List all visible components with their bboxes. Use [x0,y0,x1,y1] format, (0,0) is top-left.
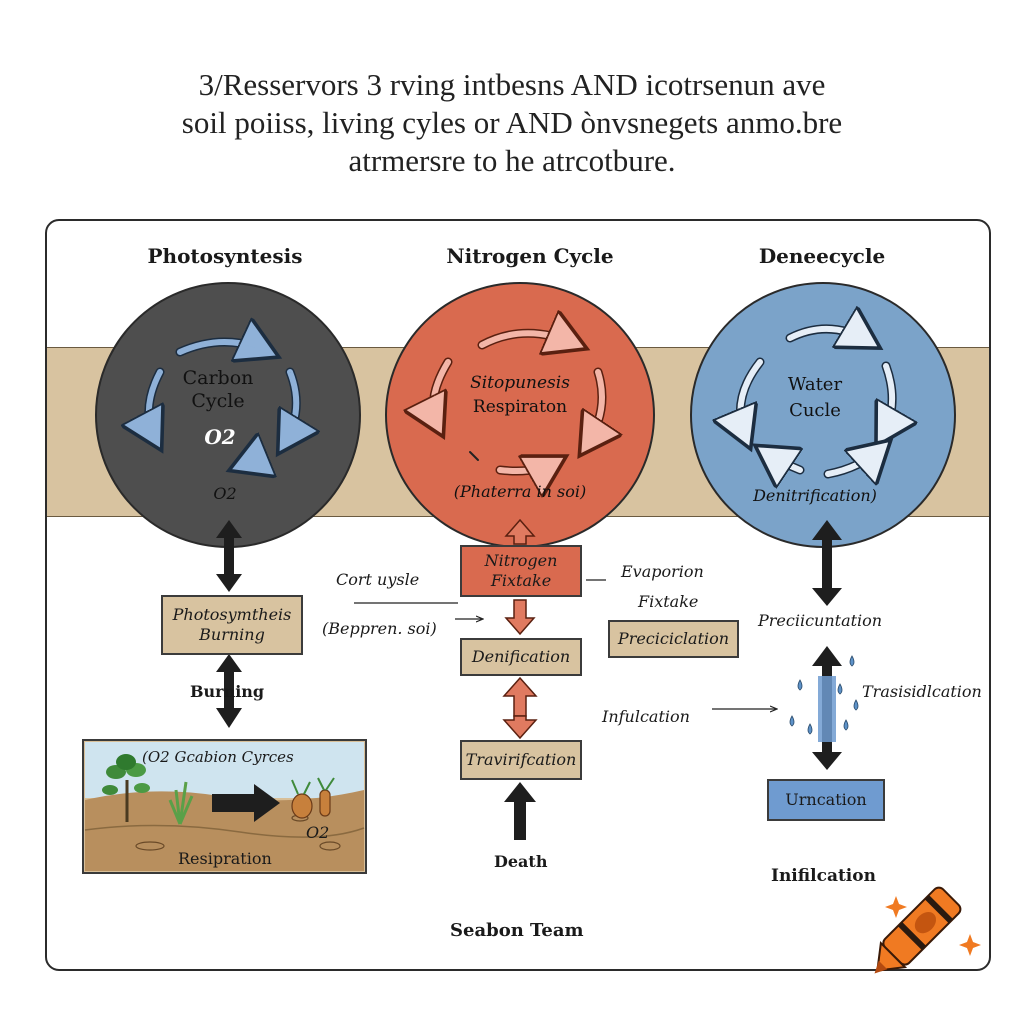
denification-box: Denification [460,638,582,676]
box-line2: Fixtake [490,571,552,590]
nitrogen-label-line2: Respiraton [472,397,568,417]
travirifcation-box: Travirifcation [460,740,582,780]
fixtake-label: Fixtake [638,592,699,611]
water-cycle-arrows-icon [740,329,892,474]
death-label: Death [494,852,548,871]
infilcation-label: Inifilcation [771,866,876,886]
precicuntation-label: Preciicuntation [758,611,883,630]
water-bottom-label: Denitrification) [753,486,877,505]
water-label-line1: Water [787,374,843,395]
photosynthesis-burning-box: Photosymtheis Burning [161,595,303,655]
frame-gap [47,870,989,910]
burning-label: Burning [190,682,265,701]
urncation-box: Urncation [767,779,885,821]
box-line2: Burning [199,625,265,644]
transidication-label: Trasisidlcation [862,682,982,701]
carbon-o2-bottom: O2 [213,484,237,503]
thin-arrows [354,579,776,709]
water-label-line2: Cucle [789,400,841,421]
nitrogen-fixtake-box: Nitrogen Fixtake [460,545,582,597]
right-arrows [812,520,842,770]
carbon-label-line1: Carbon [182,367,254,389]
crayon-icon [874,886,962,974]
carbon-cycle-label: Carbon Cycle [148,367,288,413]
nitrogen-label-line1: Sitopunesis [470,373,570,393]
preciciclation-box: Preciciclation [608,620,739,658]
box-line1: Photosymtheis [172,605,292,624]
root-vegetable-icon [291,777,335,819]
heading-photosynthesis: Photosyntesis [147,244,303,268]
footer-credit: Seabon Team [450,920,584,941]
infulcation-label: Infulcation [602,707,690,726]
evaporion-label: Evaporion [621,562,704,581]
soil-panel-o2: O2 [306,823,330,842]
left-double-arrows [216,520,242,728]
carbon-label-line2: Cycle [191,390,245,412]
diagram-title: 3/Resservors 3 rving intbesns AND icotrs… [60,66,964,180]
carbon-cycle-arrows-icon [149,342,296,466]
block-arrow [212,784,280,822]
nitrogen-cycle-label: Sitopunesis Respiraton [440,371,600,419]
beppren-soi-label: (Beppren. soi) [322,619,437,638]
water-drop-icon [789,655,859,735]
heading-nitrogen-cycle: Nitrogen Cycle [446,244,614,268]
cort-uysle-label: Cort uysle [336,570,420,589]
water-cycle-label: Water Cucle [760,372,870,424]
middle-arrows [502,518,538,840]
box-line1: Nitrogen [484,551,558,570]
title-line-1: 3/Resservors 3 rving intbesns AND icotrs… [198,67,826,102]
nitrogen-bottom-label: (Phaterra in soi) [453,482,587,501]
heading-deneecycle: Deneecycle [758,244,886,268]
nitrogen-cycle-arrows-icon [433,333,602,471]
diagram-frame [45,219,991,971]
soil-panel-title: (O2 Gcabion Cyrces [142,748,294,766]
soil-panel-caption: Resipration [178,849,272,868]
title-line-2: soil poiiss, living cyles or AND ònvsneg… [181,105,843,140]
plant-icon [102,754,194,825]
sparkle-icon [885,896,981,956]
title-line-3: atrmersre to he atrcotbure. [348,143,676,178]
carbon-o2-inner: O2 [204,425,236,449]
